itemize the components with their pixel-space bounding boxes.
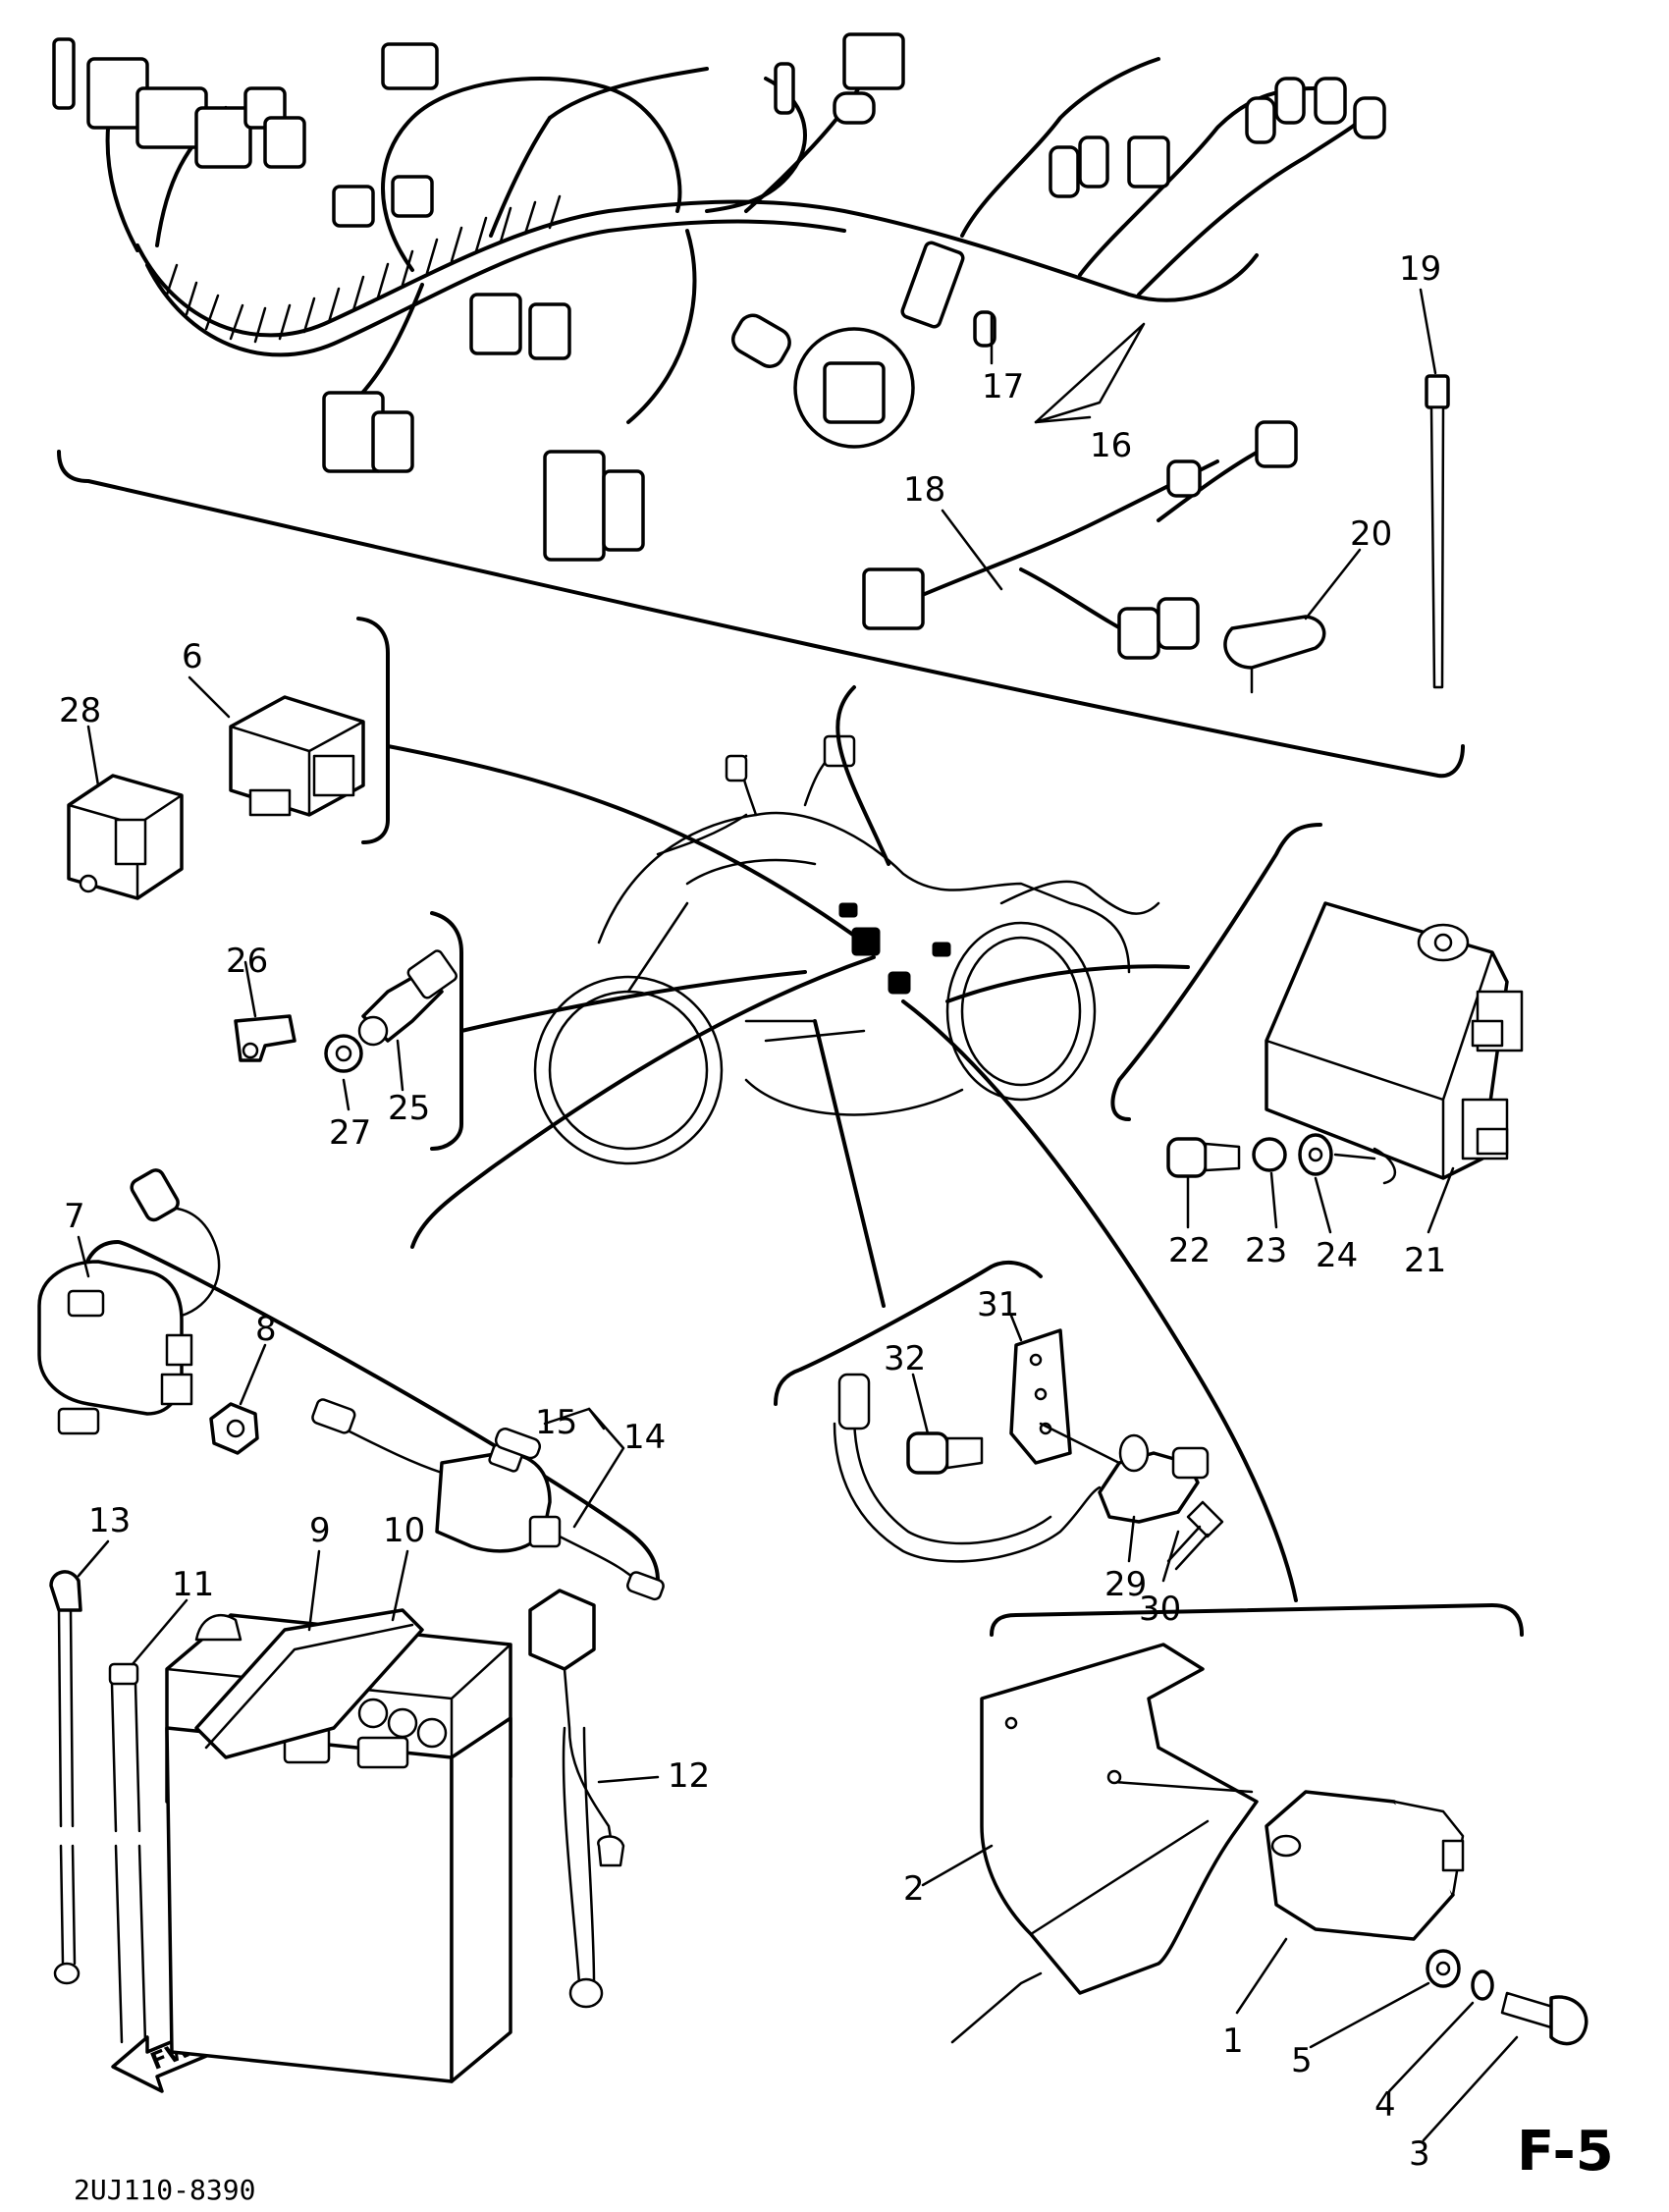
part-7-starter-relay	[37, 1168, 221, 1435]
part-32-bolt	[906, 1431, 984, 1475]
callout-11: 11	[172, 1565, 214, 1604]
part-26-terminal	[234, 1014, 296, 1062]
callout-17: 17	[982, 367, 1024, 406]
callout-32: 32	[884, 1339, 926, 1378]
relay-bracket	[356, 617, 390, 844]
callout-12: 12	[668, 1756, 710, 1796]
rectifier-bracket-line	[990, 1603, 1524, 1637]
part-19-cable-tie	[1425, 374, 1450, 689]
callout-21: 21	[1404, 1241, 1446, 1280]
callout-1: 1	[1222, 2022, 1244, 2061]
callout-19: 19	[1399, 249, 1441, 289]
part-23-lock-washer	[1252, 1137, 1287, 1172]
callout-30: 30	[1139, 1590, 1181, 1629]
callout-20: 20	[1350, 514, 1392, 554]
part-3-bolt	[1500, 1991, 1588, 2046]
part-4-lock-washer	[1471, 1969, 1494, 2001]
callout-13: 13	[88, 1501, 131, 1540]
callout-22: 22	[1168, 1231, 1211, 1270]
part-17-bulb	[973, 310, 996, 348]
part-27-washer	[324, 1034, 363, 1073]
page-code: F-5	[1517, 2120, 1614, 2184]
sender-bracket	[430, 911, 463, 1151]
part-8-nut	[209, 1402, 259, 1455]
callout-25: 25	[388, 1089, 430, 1128]
part-13-cable	[49, 1570, 82, 1985]
part-30-bolt	[1166, 1500, 1224, 1571]
part-15-bulb	[494, 1428, 542, 1460]
catalog-number: 2UJ110-8390	[74, 2174, 255, 2206]
callout-31: 31	[977, 1285, 1019, 1324]
part-31-bracket	[1009, 1328, 1072, 1465]
part-22-bolt	[1166, 1137, 1241, 1178]
part-28-relay	[67, 774, 184, 900]
part-20-clamp	[1223, 615, 1326, 694]
callout-23: 23	[1245, 1231, 1287, 1270]
callout-14: 14	[623, 1418, 666, 1457]
callout-28: 28	[59, 691, 101, 730]
callout-24: 24	[1316, 1236, 1358, 1275]
harness-bracket-line	[57, 450, 1465, 779]
part-6-relay	[229, 695, 365, 817]
part-14-switch	[311, 1398, 665, 1601]
callout-7: 7	[64, 1197, 85, 1236]
part-12-lead-wire	[528, 1589, 625, 2009]
cdi-bracket-line	[1110, 823, 1322, 1121]
callout-15: 15	[535, 1403, 577, 1442]
callout-8: 8	[255, 1310, 277, 1349]
part-2-cover	[980, 1643, 1259, 1995]
part-1-rectifier	[1265, 1790, 1465, 1941]
callout-27: 27	[329, 1113, 371, 1153]
starter-bracket-line	[81, 1240, 660, 1583]
part-5-washer	[1426, 1949, 1461, 1988]
part-24-washer	[1298, 1133, 1333, 1176]
callout-2: 2	[903, 1869, 925, 1909]
callouts: 1 2 3 4 5 6 7 8 9 10 11 12 13 14 15 16 1…	[59, 249, 1446, 2174]
callout-10: 10	[383, 1511, 425, 1550]
callout-16: 16	[1090, 426, 1132, 465]
part-11-hose	[108, 1662, 147, 2044]
part-21-cdi-unit	[1265, 901, 1524, 1180]
sensor-bracket-line	[774, 1260, 1043, 1406]
callout-9: 9	[309, 1511, 331, 1550]
motorcycle-outline	[533, 734, 1160, 1165]
part-29-sensor	[833, 1373, 1210, 1563]
wire-harness	[52, 32, 1386, 562]
relay-leader	[386, 744, 866, 944]
part-25-sender	[357, 949, 458, 1047]
part-10-battery-band	[194, 1608, 424, 1759]
callout-3: 3	[1409, 2134, 1430, 2174]
callout-6: 6	[182, 637, 203, 676]
callout-18: 18	[903, 470, 945, 510]
callout-5: 5	[1291, 2041, 1313, 2080]
spiral-wrap	[165, 194, 562, 344]
part-18-sub-harness	[862, 420, 1298, 660]
callout-26: 26	[226, 942, 268, 981]
callout-29: 29	[1104, 1565, 1147, 1604]
callout-4: 4	[1374, 2085, 1396, 2125]
